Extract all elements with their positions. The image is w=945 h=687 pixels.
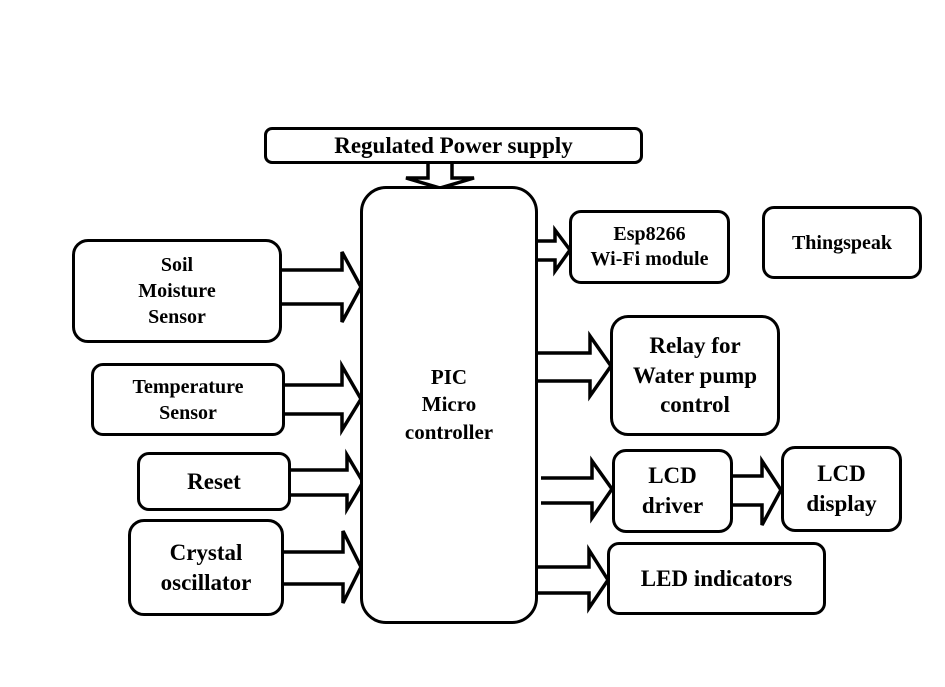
relay-label: Relay for Water pump control: [632, 332, 758, 418]
led-indicators-block: LED indicators: [607, 542, 826, 615]
lcd-display-block: LCD display: [781, 446, 902, 532]
led-indicators-label: LED indicators: [640, 565, 793, 591]
arrow-soil-to-mcu: [280, 251, 363, 323]
lcd-display-label: LCD display: [806, 461, 877, 516]
reset-label: Reset: [187, 468, 241, 494]
esp8266-label: Esp8266 Wi-Fi module: [590, 223, 709, 270]
reset-block: Reset: [137, 452, 291, 511]
temperature-sensor-label: Temperature Sensor: [132, 375, 244, 424]
lcd-driver-label: LCD driver: [641, 463, 704, 518]
arrow-mcu-to-lcd-driver: [541, 455, 615, 524]
arrow-reset-to-mcu: [290, 448, 366, 516]
regulated-power-supply-block: Regulated Power supply: [264, 127, 643, 164]
crystal-oscillator-block: Crystal oscillator: [128, 519, 284, 616]
arrow-lcd-driver-to-display: [731, 455, 784, 526]
thingspeak-block: Thingspeak: [762, 206, 922, 279]
arrow-crystal-to-mcu: [282, 530, 363, 604]
pic-microcontroller-block: PIC Micro controller: [360, 186, 538, 624]
soil-moisture-label: Soil Moisture Sensor: [138, 254, 216, 328]
arrow-mcu-to-relay: [538, 330, 614, 402]
arrow-power-to-mcu: [405, 162, 475, 190]
arrow-mcu-to-led: [538, 543, 611, 614]
arrow-mcu-to-esp: [538, 224, 573, 277]
relay-water-pump-block: Relay for Water pump control: [610, 315, 780, 436]
thingspeak-label: Thingspeak: [791, 231, 893, 254]
power-supply-label: Regulated Power supply: [334, 132, 573, 158]
temperature-sensor-block: Temperature Sensor: [91, 363, 285, 436]
microcontroller-label: PIC Micro controller: [404, 365, 494, 444]
soil-moisture-sensor-block: Soil Moisture Sensor: [72, 239, 282, 343]
crystal-oscillator-label: Crystal oscillator: [160, 539, 252, 595]
lcd-driver-block: LCD driver: [612, 449, 733, 533]
arrow-temp-to-mcu: [284, 359, 364, 437]
esp8266-wifi-module-block: Esp8266 Wi-Fi module: [569, 210, 730, 284]
